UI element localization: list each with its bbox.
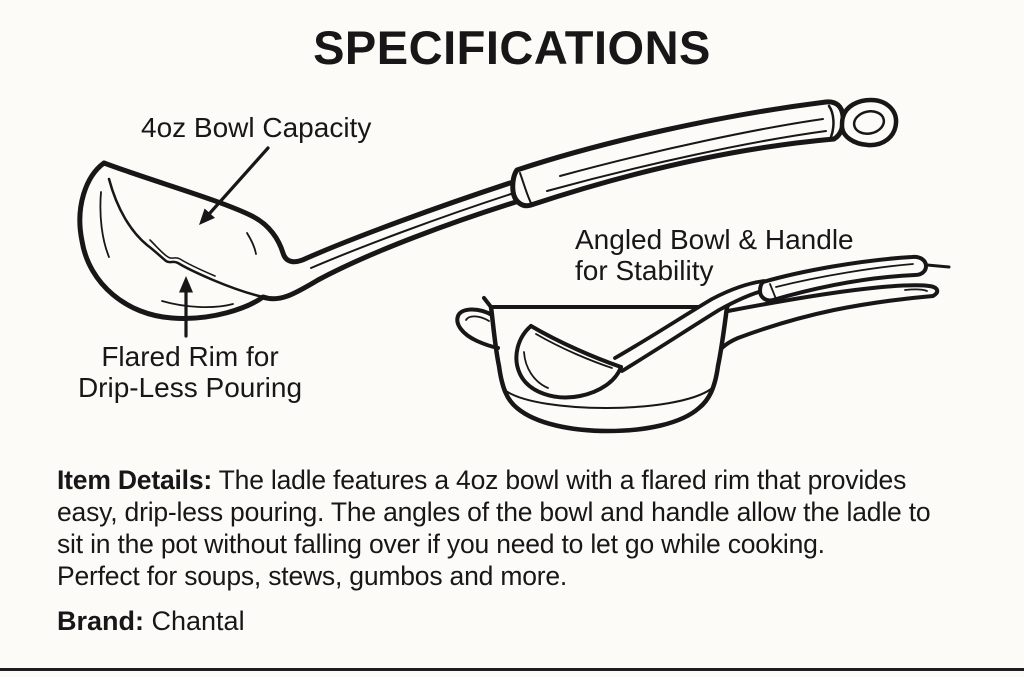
ladle-bowl-outline [77,160,522,321]
ladle-grip [510,99,846,209]
bottom-divider [0,668,1024,671]
pot-drawing [455,254,951,434]
hanging-loop [839,97,899,148]
pot-ladle-bowl [514,324,623,400]
bowl-capacity-arrow [208,146,270,215]
brand-line: Brand: Chantal [57,606,245,637]
item-details-label: Item Details: [57,465,212,495]
flared-rim-double-line [149,239,216,277]
hanging-loop-hole [852,110,886,135]
item-details: Item Details: The ladle features a 4oz b… [57,464,931,592]
annotation-arrows [179,146,270,338]
pot-ladle-grip-pin [925,263,951,269]
flared-rim-arrowhead [179,276,193,293]
label-bowl-capacity: 4oz Bowl Capacity [141,112,372,143]
bowl-capacity-arrowhead [199,208,215,225]
flared-rim-line [107,177,265,299]
pot-ladle-bowl-rim [529,324,623,369]
label-flared-rim: Flared Rim for Drip-Less Pouring [77,341,303,403]
pot-left-handle [455,307,500,350]
pot-ladle-shaft-top [613,279,766,360]
pot-ladle-shaft-bottom [620,288,768,373]
item-details-text: The ladle features a 4oz bowl with a fla… [57,465,931,591]
pot-rim [482,296,736,309]
label-angled-bowl-handle: Angled Bowl & Handle for Stability [575,224,854,286]
ladle-drawing [77,97,899,321]
brand-label: Brand: [57,606,144,636]
pot-long-handle [720,283,940,350]
pot-body [488,304,730,434]
brand-value: Chantal [144,606,245,636]
page-title: SPECIFICATIONS [313,21,711,74]
ladle-rim-and-handle-top [101,160,516,265]
pot-inner-bottom-arc [505,388,712,409]
ladle-handle-inner-line [310,192,515,269]
